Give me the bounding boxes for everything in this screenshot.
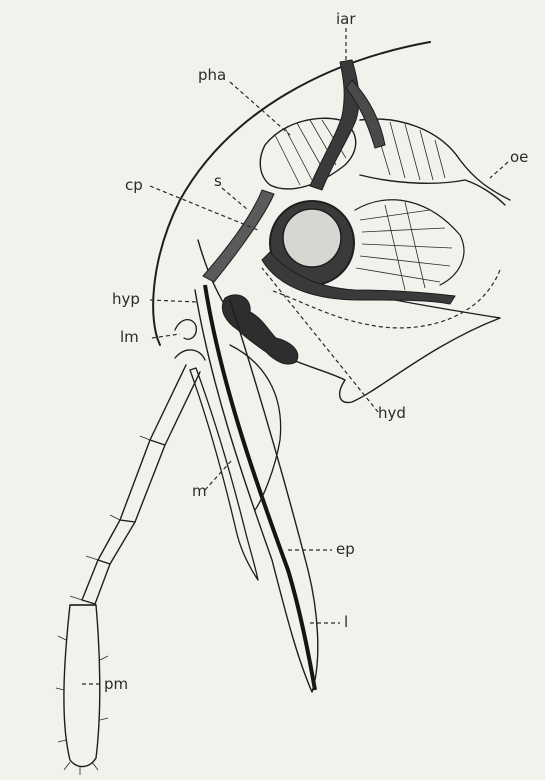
label-l: l <box>344 613 348 631</box>
maxillary-palp <box>56 365 200 775</box>
pump-muscle-fan <box>355 200 464 290</box>
label-m: m <box>192 482 207 500</box>
label-ep: ep <box>336 540 355 558</box>
label-oe: oe <box>510 148 528 166</box>
leader-s <box>222 188 248 210</box>
label-pha: pha <box>198 66 226 84</box>
leader-cp <box>150 186 258 230</box>
label-s: s <box>214 172 222 190</box>
oesophagus-region <box>360 119 510 205</box>
labrum-hook <box>175 320 196 340</box>
iar-structure <box>310 60 359 190</box>
label-pm: pm <box>104 675 128 693</box>
leader-hyp <box>150 300 198 302</box>
cibarial-pump-lumen <box>283 209 341 267</box>
label-cp: cp <box>125 176 143 194</box>
label-hyd: hyd <box>378 404 406 422</box>
oesophagus-hatching <box>375 122 445 180</box>
label-hyp: hyp <box>112 290 140 308</box>
maxilla-sheath <box>190 368 258 580</box>
label-lm: lm <box>120 328 139 346</box>
labrum-base <box>175 350 205 360</box>
hypopharynx-blob <box>222 295 297 364</box>
label-iar: iar <box>336 10 356 28</box>
leader-oe <box>490 162 508 178</box>
cibarium-channel <box>203 190 274 282</box>
labium-outline <box>195 290 318 692</box>
